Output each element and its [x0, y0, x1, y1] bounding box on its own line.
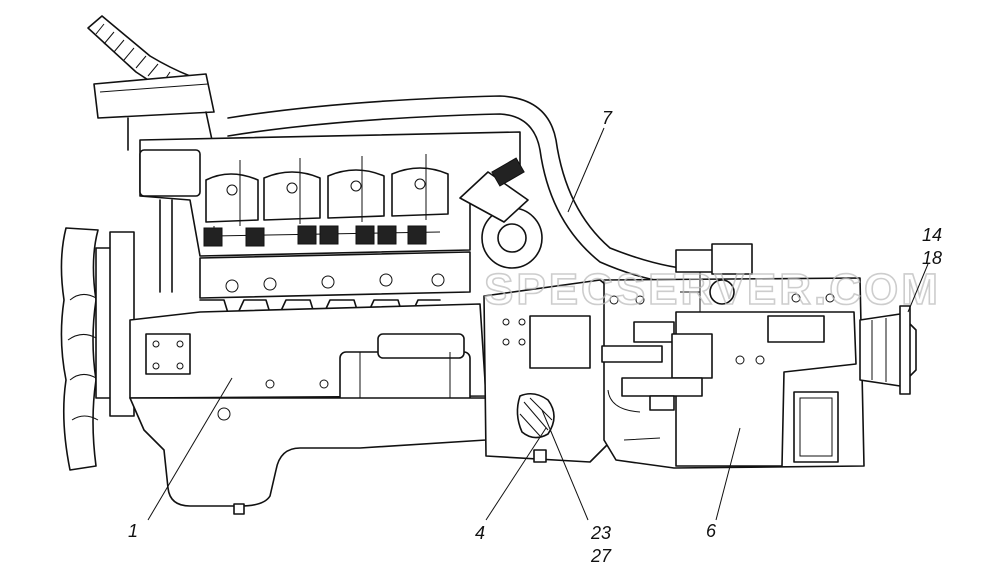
- callout-27: 27: [590, 546, 612, 566]
- watermark-text: SPECSERVER.COM: [484, 265, 941, 314]
- cooling-fan: [60, 227, 135, 471]
- callout-14: 14: [922, 225, 942, 245]
- callout-7: 7: [602, 108, 613, 128]
- callout-23: 23: [590, 523, 611, 543]
- turbocharger: [459, 157, 543, 269]
- oil-pan: [129, 397, 487, 515]
- flywheel-housing: [483, 279, 613, 463]
- starter-motor: [339, 333, 471, 405]
- output-flange: [859, 305, 917, 395]
- exhaust-pipe: [227, 95, 701, 287]
- leader-lines: [147, 127, 929, 521]
- gearbox-actuator: [675, 243, 753, 312]
- callout-4: 4: [475, 523, 485, 543]
- gearbox: [601, 277, 865, 469]
- engine-head: [139, 131, 521, 329]
- injector-row: [203, 225, 427, 247]
- breather-hose: [87, 15, 215, 151]
- callout-18: 18: [922, 248, 942, 268]
- callout-1: 1: [128, 521, 138, 541]
- callout-6: 6: [706, 521, 717, 541]
